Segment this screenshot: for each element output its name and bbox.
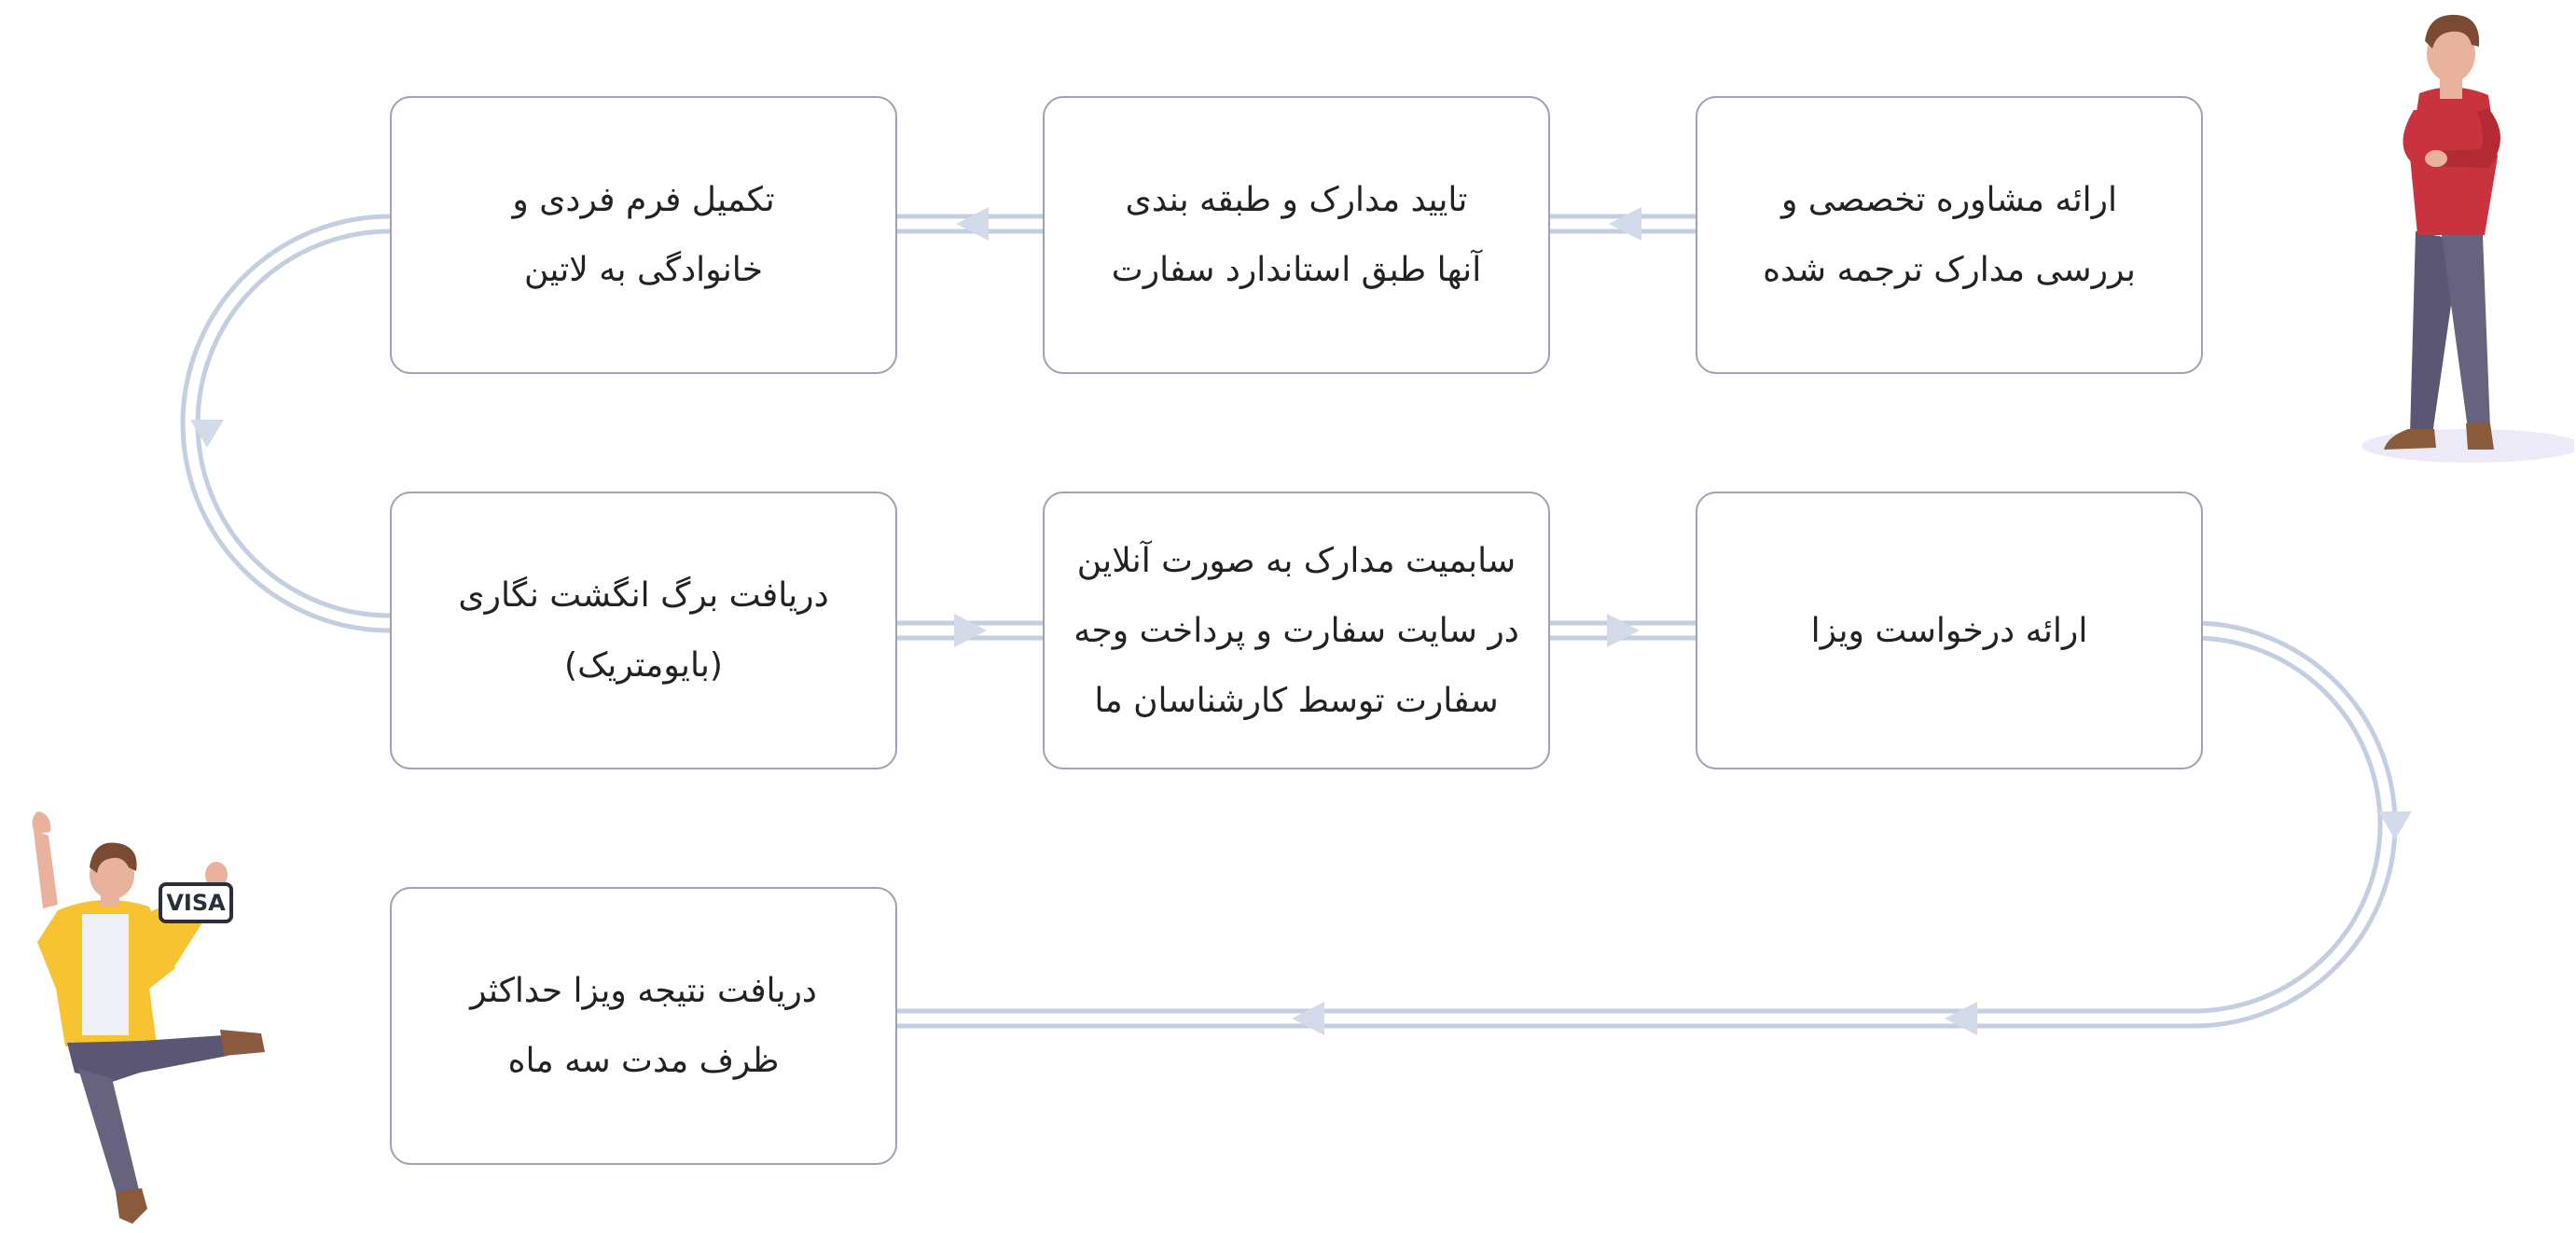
step-7-visa-result: دریافت نتیجه ویزا حداکثر ظرف مدت سه ماه xyxy=(390,887,897,1165)
step-text-line: آنها طبق استاندارد سفارت xyxy=(1111,251,1482,289)
arrow-down-icon xyxy=(190,420,224,448)
step-1-consultation: ارائه مشاوره تخصصی و بررسی مدارک ترجمه ش… xyxy=(1696,96,2203,374)
step-text-line: سابمیت مدارک به صورت آنلاین xyxy=(1076,541,1517,580)
arrow-left-icon xyxy=(956,207,989,241)
step-3-form-completion: تکمیل فرم فردی و خانوادگی به لاتین xyxy=(390,96,897,374)
arrow-right-icon xyxy=(954,614,987,647)
step-text-line: بررسی مدارک ترجمه شده xyxy=(1763,251,2136,289)
arrow-down-icon xyxy=(2378,811,2412,839)
step-text-line: (بایومتریک) xyxy=(564,646,723,685)
visa-card-label: VISA xyxy=(166,890,226,916)
arrow-right-icon xyxy=(1607,614,1640,647)
arrow-left-icon xyxy=(1292,1002,1324,1035)
jumping-man-illustration: VISA xyxy=(32,811,265,1224)
step-2-document-approval: تایید مدارک و طبقه بندی آنها طبق استاندا… xyxy=(1043,96,1550,374)
step-5-online-submission: سابمیت مدارک به صورت آنلاین در سایت سفار… xyxy=(1043,492,1550,769)
standing-man-illustration xyxy=(2361,14,2574,463)
step-text-line: ارائه مشاوره تخصصی و xyxy=(1780,181,2118,219)
step-4-biometrics: دریافت برگ انگشت نگاری (بایومتریک) xyxy=(390,492,897,769)
step-text-line: ظرف مدت سه ماه xyxy=(507,1042,780,1080)
arrow-left-icon xyxy=(1609,207,1641,241)
step-text-line: خانوادگی به لاتین xyxy=(523,251,764,289)
connector-1-2 xyxy=(1550,214,1696,234)
step-text-line: سفارت توسط کارشناسان ما xyxy=(1094,681,1499,720)
step-6-visa-application: ارائه درخواست ویزا xyxy=(1696,492,2203,769)
arrow-left-icon xyxy=(1945,1002,1977,1035)
step-text-line: دریافت برگ انگشت نگاری xyxy=(458,576,829,615)
step-text-line: تکمیل فرم فردی و xyxy=(512,181,775,219)
visa-card-icon xyxy=(159,882,233,923)
step-text-line: ارائه درخواست ویزا xyxy=(1810,611,2088,650)
step-text-line: تایید مدارک و طبقه بندی xyxy=(1125,181,1468,219)
step-text-line: دریافت نتیجه ویزا حداکثر xyxy=(470,972,817,1010)
connector-2-3 xyxy=(897,214,1043,234)
step-text-line: در سایت سفارت و پرداخت وجه xyxy=(1073,611,1519,650)
